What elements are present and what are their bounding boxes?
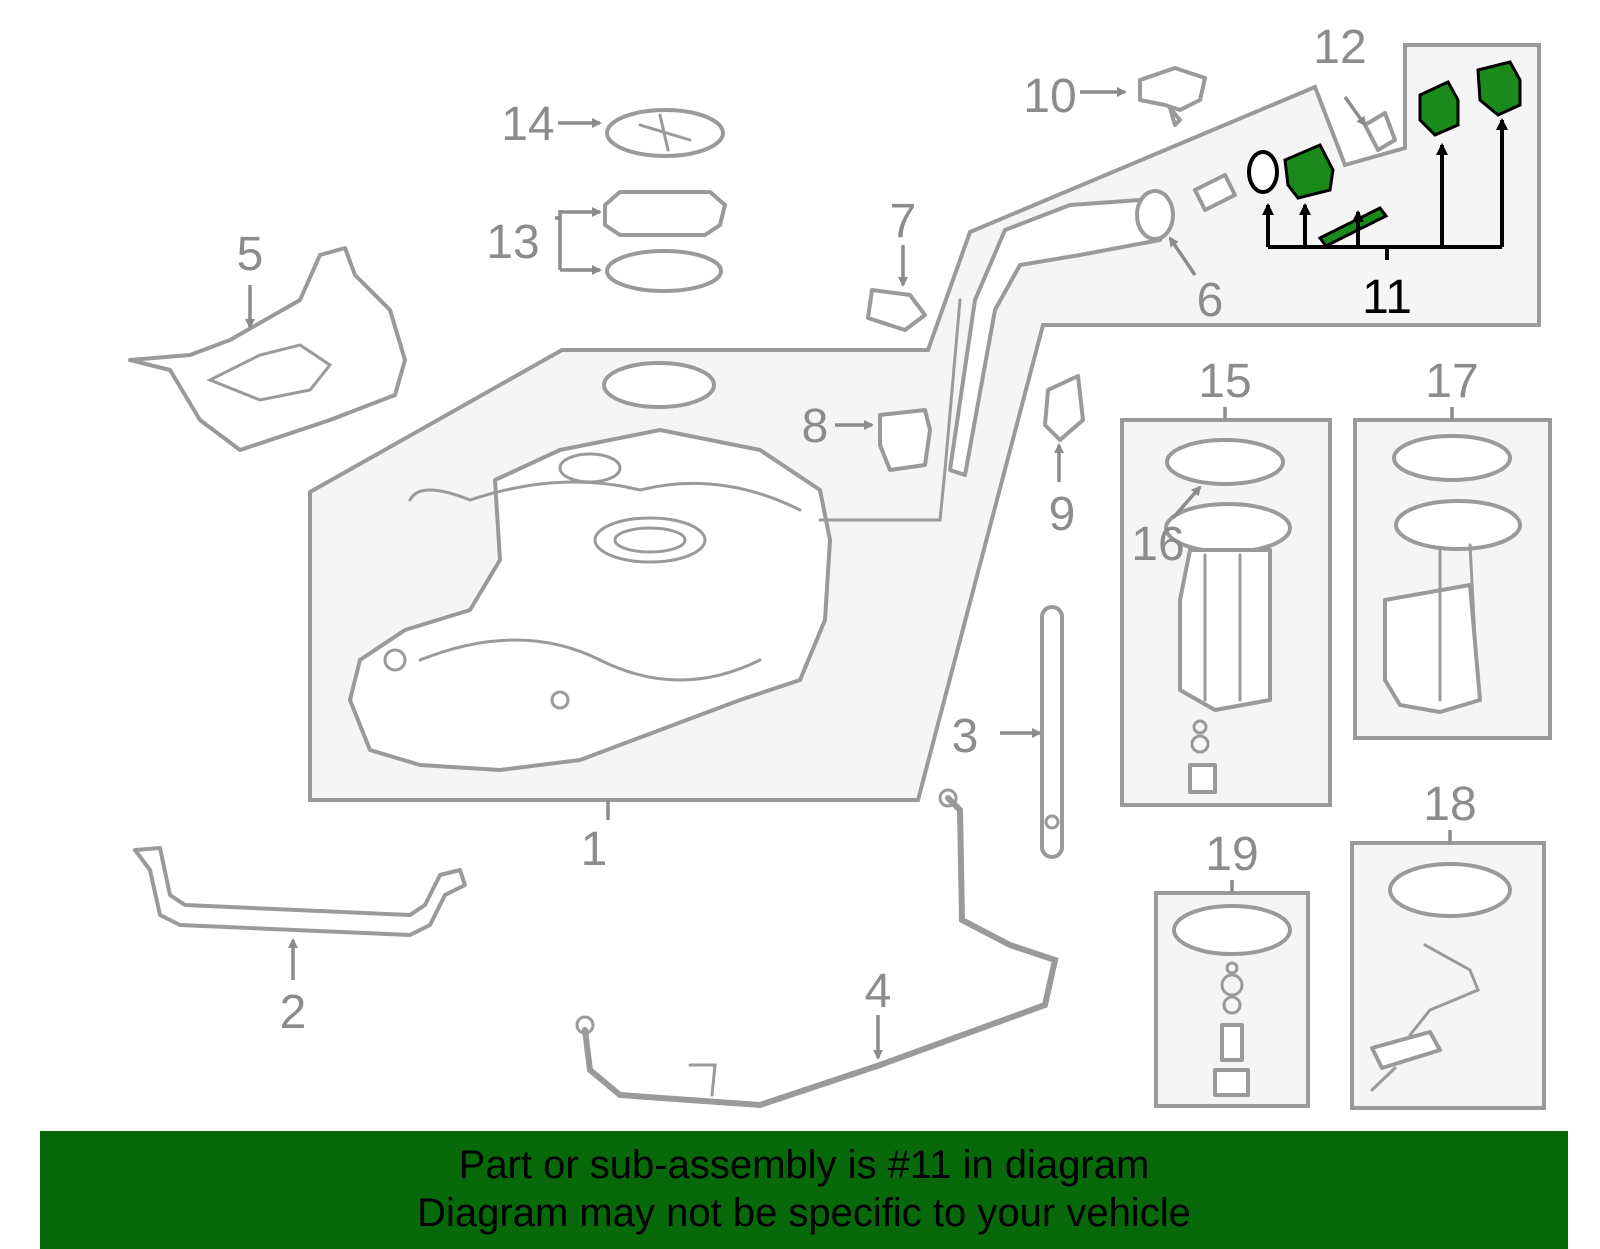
- label-19: 19: [1205, 828, 1258, 881]
- label-13: 13: [486, 216, 539, 269]
- banner-line-1: Part or sub-assembly is #11 in diagram: [458, 1143, 1150, 1187]
- tank-gasket[interactable]: [602, 361, 716, 409]
- label-17: 17: [1425, 355, 1478, 408]
- label-2: 2: [280, 986, 307, 1039]
- label-4: 4: [865, 965, 892, 1018]
- part-2-tank-strap[interactable]: [133, 846, 467, 937]
- label-11: 11: [1362, 271, 1412, 324]
- part-12-cap-ring[interactable]: [1363, 111, 1397, 152]
- label-16: 16: [1131, 518, 1184, 571]
- label-7: 7: [890, 195, 917, 248]
- label-1: 1: [581, 823, 608, 876]
- label-9: 9: [1049, 488, 1076, 541]
- part-15-fuel-pump-module[interactable]: [1164, 438, 1292, 794]
- part-9-bracket[interactable]: [1043, 374, 1085, 442]
- label-14: 14: [501, 98, 554, 151]
- label-3: 3: [952, 710, 979, 763]
- part-19-filter-kit[interactable]: [1172, 904, 1292, 1097]
- label-18: 18: [1423, 778, 1476, 831]
- part-4-fuel-pipe[interactable]: [575, 788, 1059, 1109]
- part-13-rings[interactable]: [603, 190, 727, 293]
- seal-ring: [1247, 150, 1279, 194]
- fuel-tank[interactable]: [348, 298, 962, 772]
- part-14-lock-ring[interactable]: [605, 108, 725, 158]
- label-6: 6: [1197, 274, 1224, 327]
- banner-line-2: Diagram may not be specific to your vehi…: [417, 1191, 1191, 1235]
- part-8-valve[interactable]: [878, 408, 932, 472]
- label-5: 5: [237, 228, 264, 281]
- part-11-highlighted[interactable]: [1247, 60, 1522, 248]
- part-5-heat-shield[interactable]: [128, 246, 407, 452]
- part-18-level-sensor[interactable]: [1370, 862, 1512, 1092]
- info-banner: Part or sub-assembly is #11 in diagram D…: [40, 1131, 1568, 1249]
- label-8: 8: [802, 400, 829, 453]
- part-17-fuel-pump[interactable]: [1383, 434, 1522, 714]
- label-15: 15: [1198, 355, 1251, 408]
- part-10-sensor[interactable]: [1138, 66, 1207, 127]
- label-12: 12: [1313, 21, 1366, 74]
- label-10: 10: [1023, 70, 1076, 123]
- filler-neck[interactable]: [948, 173, 1237, 477]
- part-3-vent-tube[interactable]: [1040, 605, 1064, 859]
- part-7-clip[interactable]: [866, 288, 927, 332]
